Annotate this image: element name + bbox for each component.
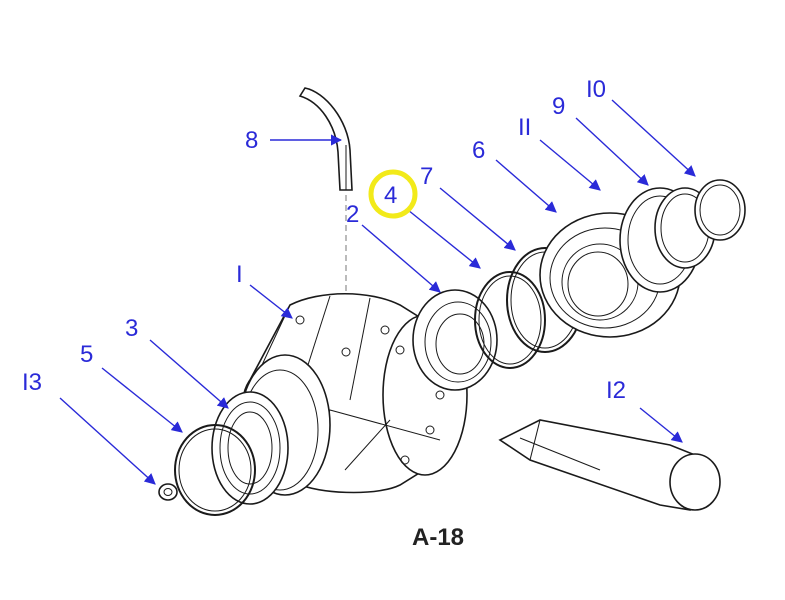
part-5-snap-ring (174, 424, 256, 516)
leader-6 (495, 159, 557, 213)
leader-4 (407, 209, 481, 269)
callout-2: 2 (346, 201, 359, 228)
leader-2 (361, 224, 441, 293)
callout-11: II (518, 114, 531, 141)
callout-1: I (236, 261, 243, 288)
callout-8: 8 (245, 127, 258, 154)
part-4-snap-ring (474, 271, 546, 369)
callout-10: I0 (586, 76, 606, 103)
callout-13: I3 (22, 369, 42, 396)
leader-1 (249, 284, 293, 319)
part-10-ring (694, 179, 746, 241)
leader-12 (639, 407, 683, 443)
leader-13 (59, 397, 156, 485)
part-2-bearing (412, 289, 498, 391)
leader-lines (59, 99, 696, 485)
leader-10 (611, 99, 696, 177)
leader-5 (101, 367, 183, 433)
callout-4: 4 (384, 182, 397, 209)
part-8-tube (298, 87, 353, 350)
part-13-washer (158, 483, 178, 501)
callout-7: 7 (420, 163, 433, 190)
callout-labels: I 2 3 4 5 6 7 8 9 I0 II I2 I3 (22, 76, 626, 404)
callout-12: I2 (606, 377, 626, 404)
callout-4-highlight (368, 169, 418, 219)
leader-9 (575, 117, 649, 186)
leader-11 (539, 139, 601, 191)
callout-9: 9 (552, 93, 565, 120)
callout-5: 5 (80, 341, 93, 368)
leader-7 (439, 187, 516, 251)
callout-6: 6 (472, 137, 485, 164)
callout-3: 3 (125, 315, 138, 342)
leader-3 (149, 339, 229, 409)
part-12-grease-tube (498, 419, 721, 511)
drawing-label: A-18 (412, 524, 464, 551)
